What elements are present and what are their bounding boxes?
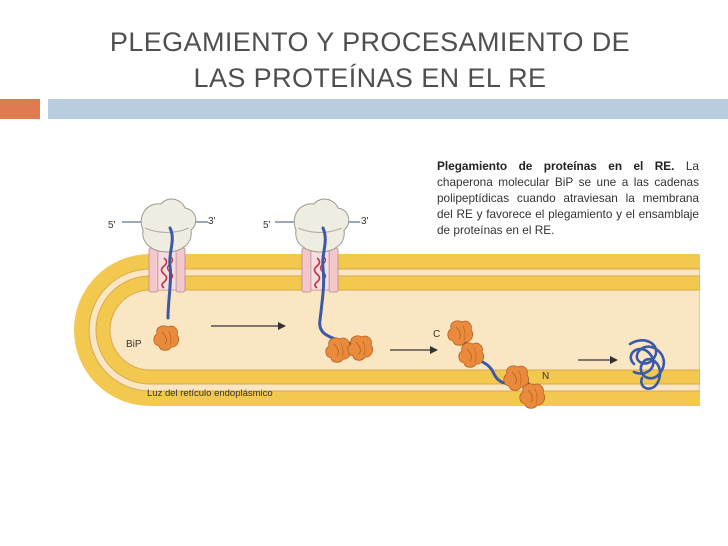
label-c-terminus: C — [433, 329, 440, 340]
label-n-terminus: N — [542, 371, 549, 382]
ribosome-1 — [140, 198, 197, 253]
polypeptide-chain-1 — [166, 226, 174, 320]
label-3-prime-2: 3' — [361, 216, 369, 227]
ribosome-2 — [293, 198, 350, 253]
folded-protein — [628, 338, 666, 390]
title-accent-square — [0, 99, 40, 119]
translocon-1 — [148, 247, 186, 293]
label-bip: BiP — [126, 339, 142, 350]
er-membrane — [74, 254, 700, 406]
step-arrow-3 — [578, 356, 618, 364]
caption-title: Plegamiento de proteínas en el RE. — [437, 159, 675, 173]
label-5-prime-2: 5' — [263, 220, 271, 231]
step-arrow-2 — [390, 346, 438, 354]
figure-caption: Plegamiento de proteínas en el RE. La ch… — [437, 158, 699, 238]
caption-text: La chaperona molecular BiP se une a las … — [437, 159, 699, 237]
slide-title-line-1: PLEGAMIENTO Y PROCESAMIENTO DE — [109, 27, 631, 57]
title-accent-bar — [48, 99, 728, 119]
translocon-2 — [301, 247, 339, 293]
label-er-lumen: Luz del retículo endoplásmico — [147, 388, 273, 399]
er-folding-diagram: 5' 3' 5' 3' BiP C N Luz del retículo end… — [74, 198, 700, 409]
step-arrow-1 — [211, 322, 286, 330]
label-3-prime-1: 3' — [208, 216, 216, 227]
slide-title: PLEGAMIENTO Y PROCESAMIENTO DE LAS PROTE… — [40, 24, 700, 96]
label-5-prime-1: 5' — [108, 220, 116, 231]
slide-title-line-2: LAS PROTEÍNAS EN EL RE — [193, 63, 547, 93]
